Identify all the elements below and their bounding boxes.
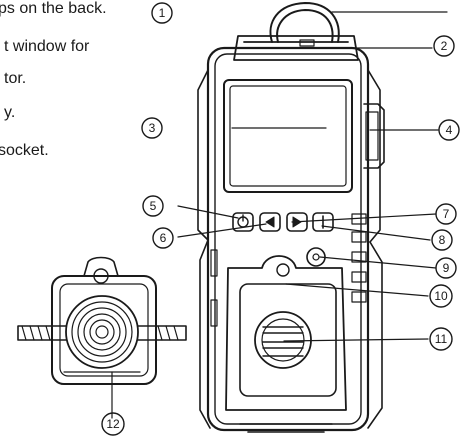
button-row [232,212,334,232]
device-body [197,46,383,432]
pump-adapter [17,256,187,385]
callout-circle-6 [152,227,174,249]
callout-label-3: 3 [149,121,156,135]
callout-circle-10 [429,284,453,308]
display-screen [223,79,353,193]
callout-label-9: 9 [443,261,450,275]
callout-circle-3 [141,117,163,139]
callout-circle-4 [438,119,460,141]
callout-label-10: 10 [434,289,448,303]
callout-label-5: 5 [150,199,157,213]
callout-label-2: 2 [441,39,448,53]
callout-circle-8 [431,229,453,251]
callout-circle-2 [433,35,455,57]
side-clip [363,103,385,169]
callout-label-12: 12 [106,417,120,431]
callout-label-11: 11 [435,332,448,346]
text-fragment-5: socket. [0,142,49,159]
callout-circle-7 [435,203,457,225]
callout-circle-5 [142,195,164,217]
callout-label-1: 1 [159,6,166,20]
callout-label-6: 6 [160,231,167,245]
callout-circle-11 [429,327,453,351]
callout-markers [101,2,460,436]
callout-label-8: 8 [439,233,446,247]
callout-label-4: 4 [446,123,453,137]
text-fragment-2: t window for [4,38,90,55]
bottom-edge [239,423,333,433]
text-fragment-1: ps on the back. [0,0,107,17]
text-fragment-4: y. [4,104,16,121]
callout-circle-12 [101,412,125,436]
hanging-loop [269,2,340,43]
callout-circle-9 [435,257,457,279]
top-clip [233,35,359,61]
callout-labels: 1 2 3 4 5 6 7 8 9 10 11 12 [106,6,452,431]
callout-circle-1 [151,2,173,24]
callout-label-7: 7 [443,207,450,221]
leader-lines [111,11,448,419]
sensor-panel [225,255,347,411]
text-fragment-3: tor. [4,70,27,87]
